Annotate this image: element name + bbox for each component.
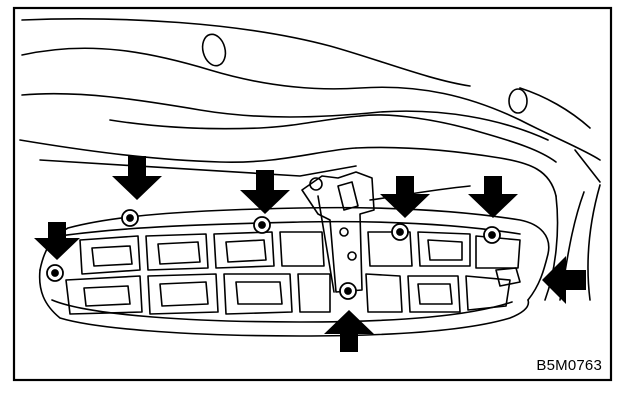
- hood-outline: [21, 18, 601, 183]
- arrow-down-1: [34, 222, 80, 260]
- grille-outline: [38, 206, 550, 337]
- arrow-left-7: [542, 256, 586, 304]
- radiator-support: [19, 139, 601, 301]
- arrow-down-2: [112, 156, 162, 200]
- clip-4: [391, 223, 409, 241]
- arrow-group: [34, 156, 586, 352]
- arrow-down-4: [380, 176, 430, 218]
- clip-3: [253, 216, 271, 234]
- arrow-down-3: [240, 170, 290, 214]
- latch-bracket: [301, 171, 471, 293]
- grille-cells-lower: [65, 267, 521, 315]
- clip-6: [339, 282, 357, 300]
- clip-2: [121, 209, 139, 227]
- figure-code-label: B5M0763: [536, 357, 602, 374]
- clip-1: [46, 264, 64, 282]
- grille-cells-upper: [79, 231, 521, 275]
- frame-border: [12, 6, 613, 382]
- arrow-up-6: [324, 310, 374, 352]
- arrow-down-5: [468, 176, 518, 218]
- clip-5: [483, 226, 501, 244]
- clip-group: [46, 209, 501, 300]
